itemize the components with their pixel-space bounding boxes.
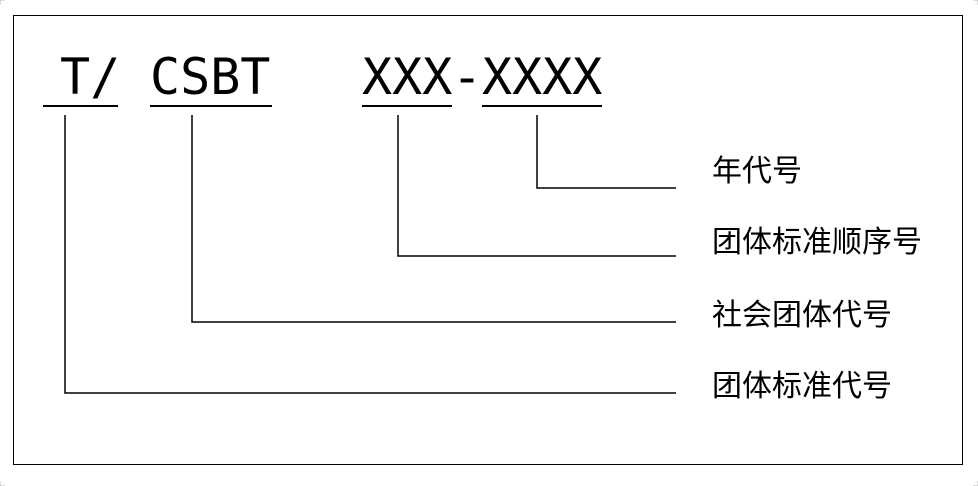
code-organization: CSBT xyxy=(150,48,271,106)
code-separator: - xyxy=(452,48,483,106)
corner-mark-top-left xyxy=(0,0,5,5)
diagram-frame xyxy=(13,15,963,465)
leader-line-organization xyxy=(191,115,676,323)
code-sequence: XXX xyxy=(362,48,453,106)
code-year: XXXX xyxy=(482,48,603,106)
label-standard-code: 团体标准代号 xyxy=(712,369,892,404)
corner-mark-bottom-left xyxy=(0,481,5,486)
prefix-underline xyxy=(43,105,118,107)
label-sequence-number: 团体标准顺序号 xyxy=(712,225,922,260)
label-organization-code: 社会团体代号 xyxy=(712,298,892,333)
corner-mark-top-right xyxy=(973,0,978,5)
organization-underline xyxy=(150,105,272,107)
leader-line-standard xyxy=(64,115,676,394)
label-year-code: 年代号 xyxy=(712,154,802,189)
leader-line-year xyxy=(536,115,676,189)
leader-line-sequence xyxy=(397,115,676,257)
corner-mark-bottom-right xyxy=(973,481,978,486)
sequence-underline xyxy=(362,105,452,107)
year-underline xyxy=(482,105,602,107)
code-prefix: T/ xyxy=(60,48,121,106)
